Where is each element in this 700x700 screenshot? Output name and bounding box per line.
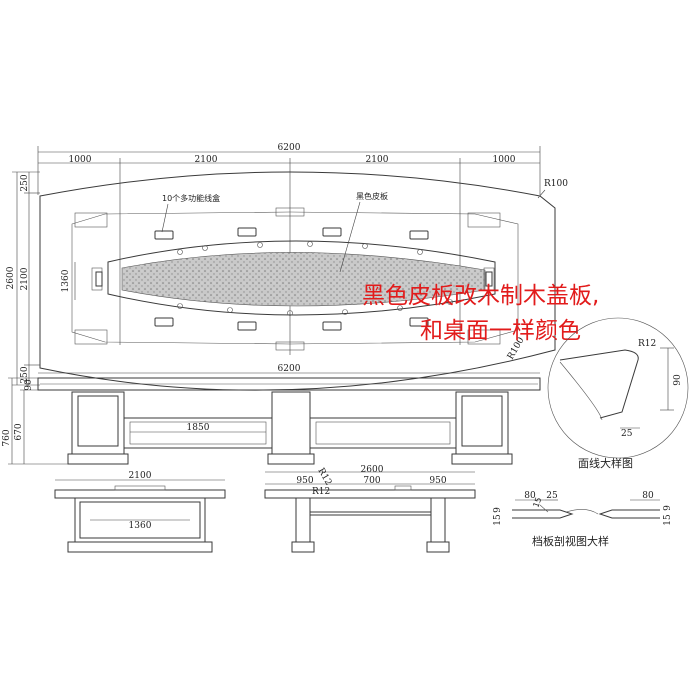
edge-r12-label: R12 xyxy=(638,339,656,349)
edge-w25-dim: 25 xyxy=(621,429,633,439)
height-760-dim: 760 xyxy=(2,429,12,446)
edge-detail: R12 90 25 面线大样图 xyxy=(547,317,689,470)
red-annotation: 黑色皮板改木制木盖板, 和桌面一样颜色 xyxy=(362,283,599,344)
overall-width-dim: 6200 xyxy=(278,143,301,153)
baffle-detail-caption: 档板剖视图大样 xyxy=(532,534,609,548)
side-right-seg-c-dim: 950 xyxy=(429,476,446,486)
panel-width-dim: 1850 xyxy=(187,423,210,433)
baffle-dim-25: 25 xyxy=(546,491,558,501)
depth-250-bottom-dim: 250 xyxy=(20,366,30,383)
side-view-right: 2600 950 700 950 R12 R12 xyxy=(264,465,476,553)
side-right-seg-b-dim: 700 xyxy=(363,476,380,486)
side-right-seg-a-dim: 950 xyxy=(296,476,313,486)
annotation-line-1: 黑色皮板改木制木盖板, xyxy=(362,283,599,309)
side-left-inner-dim: 1360 xyxy=(129,521,152,531)
baffle-dim-80-left: 80 xyxy=(524,491,536,501)
radius-top-label: R100 xyxy=(544,179,568,189)
edge-h90-dim: 90 xyxy=(673,374,683,386)
side-right-width-dim: 2600 xyxy=(361,465,384,475)
inner-length-dim: 1360 xyxy=(61,269,71,292)
height-670-dim: 670 xyxy=(14,423,24,440)
overall-depth-dim: 2600 xyxy=(6,266,16,289)
plan-view: 6200 1000 2100 2100 1000 2600 250 2100 2… xyxy=(6,143,568,391)
depth-250-top-dim: 250 xyxy=(20,174,30,191)
baffle-dim-15-small: 15 xyxy=(531,496,543,509)
label-black-leather: 黑色皮板 xyxy=(356,191,388,201)
annotation-line-2: 和桌面一样颜色 xyxy=(420,318,581,344)
label-multifunction-boxes: 10个多功能线盒 xyxy=(162,193,220,203)
seg-2100-left-dim: 2100 xyxy=(195,155,218,165)
multifunction-box-group xyxy=(95,227,493,331)
baffle-detail: 80 25 80 9 15 9 15 15 档板剖视图大样 xyxy=(493,491,673,548)
side-right-r12-b: R12 xyxy=(312,487,330,497)
edge-detail-caption: 面线大样图 xyxy=(578,456,633,470)
top-thickness-dim: 90 xyxy=(24,379,34,391)
depth-2100-dim: 2100 xyxy=(20,267,30,290)
front-elevation: 6200 1850 90 760 670 xyxy=(2,364,541,465)
side-left-width-dim: 2100 xyxy=(129,471,152,481)
seg-2100-right-dim: 2100 xyxy=(366,155,389,165)
side-view-left: 2100 1360 xyxy=(54,471,226,553)
baffle-dim-15-left: 15 xyxy=(493,514,503,526)
seg-1000-left-dim: 1000 xyxy=(69,155,92,165)
baffle-dim-15-right: 15 xyxy=(663,514,673,526)
baffle-dim-9-left: 9 xyxy=(493,507,503,513)
elevation-width-dim: 6200 xyxy=(278,364,301,374)
baffle-dim-9-right: 9 xyxy=(663,505,673,511)
baffle-dim-80-right: 80 xyxy=(642,491,654,501)
seg-1000-right-dim: 1000 xyxy=(493,155,516,165)
